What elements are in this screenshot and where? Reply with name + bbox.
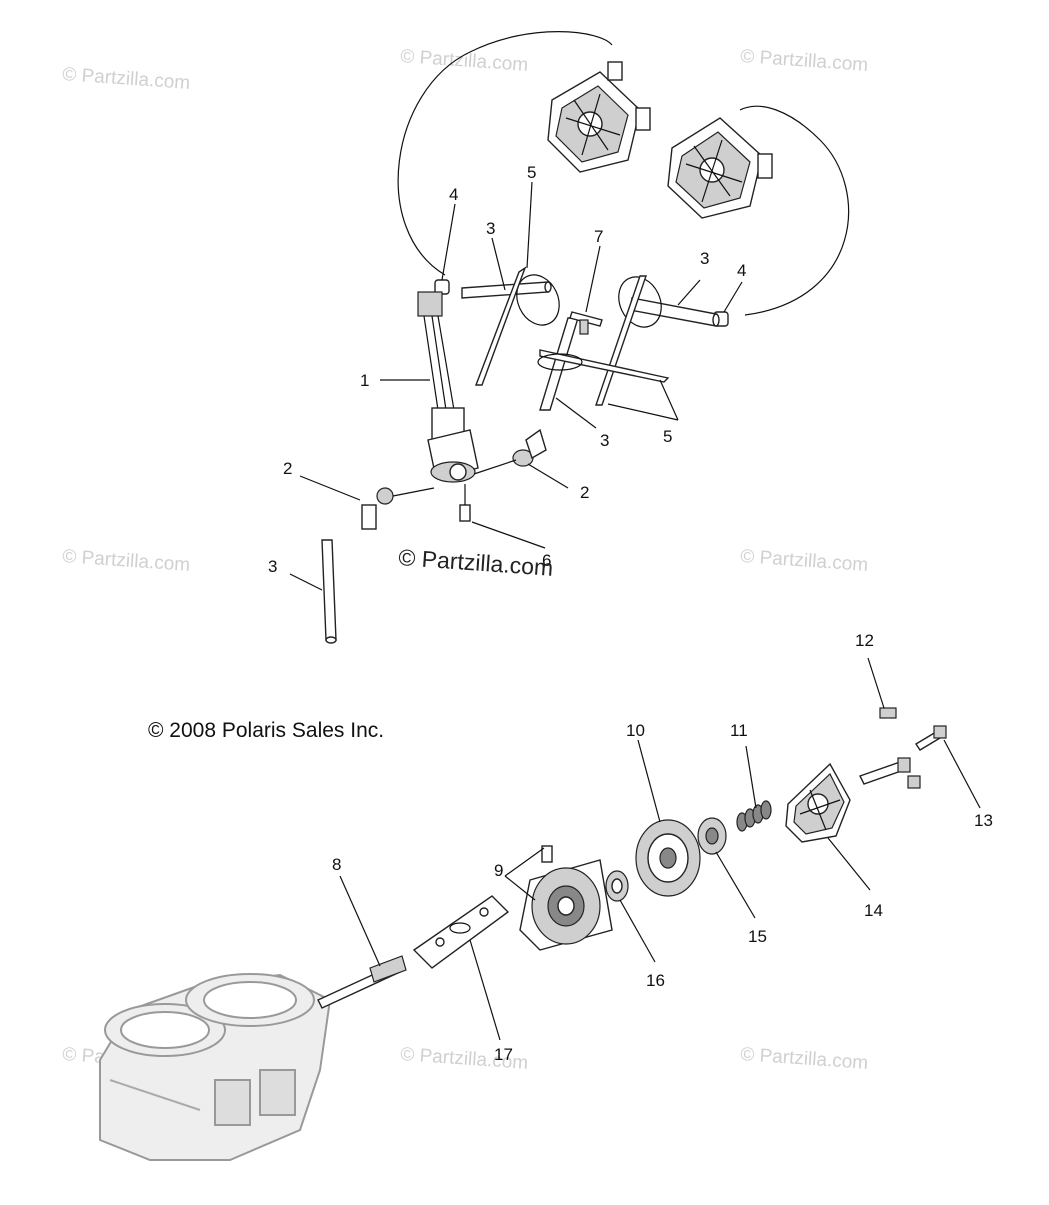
leader-4-left <box>441 203 456 281</box>
callout-17: 17 <box>494 1045 513 1064</box>
callout-13: 13 <box>974 811 993 830</box>
leader-13 <box>943 739 981 809</box>
leader-16 <box>619 899 656 963</box>
callout-7: 7 <box>594 227 603 246</box>
leader-5-bottom-a <box>607 403 679 421</box>
engine-block <box>99 973 332 1161</box>
cover-14 <box>785 762 851 843</box>
watermark-mid-left: © Partzilla.com <box>62 546 191 576</box>
retainer-15 <box>697 817 727 855</box>
hose-3-top-left <box>461 281 552 299</box>
leader-2-right <box>527 463 569 489</box>
leader-9b <box>504 847 545 877</box>
watermark-mid-right: © Partzilla.com <box>740 546 869 576</box>
leader-8 <box>339 875 381 967</box>
leader-6 <box>471 521 546 549</box>
leader-arc-left <box>397 31 613 276</box>
spring-11 <box>736 800 772 832</box>
callout-10: 10 <box>626 721 645 740</box>
callout-labels: 4 3 5 7 3 4 1 3 5 2 2 6 3 12 10 11 9 8 1… <box>268 163 993 1064</box>
leader-11 <box>745 745 757 809</box>
center-watermark: © Partzilla.com <box>398 544 554 581</box>
leader-4-right <box>723 281 743 313</box>
leader-5-top <box>526 181 533 269</box>
watermark-top-right: © Partzilla.com <box>740 46 869 76</box>
leader-3-bottom <box>289 573 323 591</box>
leader-17 <box>469 939 501 1041</box>
leader-10 <box>637 739 661 823</box>
gasket-17 <box>412 895 510 969</box>
callout-5-bottom: 5 <box>663 427 672 446</box>
callout-11: 11 <box>730 721 748 740</box>
callout-4-left: 4 <box>449 185 458 204</box>
clamp-5-flat <box>537 349 670 383</box>
callout-16: 16 <box>646 971 665 990</box>
leader-3-top-left <box>491 237 506 291</box>
callout-3-bottom: 3 <box>268 557 277 576</box>
washer-16 <box>605 870 629 902</box>
leader-2-left <box>299 475 361 501</box>
housing-9 <box>519 845 613 951</box>
diaphragm-10 <box>635 819 701 897</box>
watermark-bottom-right: © Partzilla.com <box>740 1044 869 1074</box>
polaris-copyright: © 2008 Polaris Sales Inc. <box>148 719 384 742</box>
hose-3-top-right <box>629 297 720 327</box>
clamp-5-left <box>474 266 560 386</box>
callout-9: 9 <box>494 861 503 880</box>
leader-arc-right <box>739 105 850 316</box>
leader-12 <box>867 657 885 709</box>
callout-5-top: 5 <box>527 163 536 182</box>
leader-15 <box>715 851 756 919</box>
pin-8 <box>317 955 407 1009</box>
watermark-top-left: © Partzilla.com <box>62 64 191 94</box>
callout-3-top-left: 3 <box>486 219 495 238</box>
callout-8: 8 <box>332 855 341 874</box>
leader-3-top-right <box>677 279 701 306</box>
callout-2-left: 2 <box>283 459 292 478</box>
hose-3-vertical <box>539 317 579 411</box>
leader-14 <box>827 837 871 891</box>
leader-3-mid <box>555 397 597 429</box>
elbow-2-left <box>361 487 435 530</box>
bolts-13 <box>859 725 947 789</box>
elbow-2-right <box>473 428 547 475</box>
callout-3-top-right: 3 <box>700 249 709 268</box>
callout-12: 12 <box>855 631 874 650</box>
watermark-top-center: © Partzilla.com <box>400 46 529 76</box>
callout-2-right: 2 <box>580 483 589 502</box>
plug-6 <box>459 484 471 522</box>
callout-14: 14 <box>864 901 883 920</box>
callout-3-mid: 3 <box>600 431 609 450</box>
fitting-7 <box>569 311 603 335</box>
injector-cover-right <box>667 117 773 219</box>
bolt-12 <box>879 707 897 719</box>
leader-7 <box>585 245 601 313</box>
sensor-1 <box>417 291 479 483</box>
hose-3-bottom <box>321 539 337 644</box>
leader-5-bottom-b <box>659 379 679 421</box>
injector-cover-left <box>547 61 651 173</box>
callout-6: 6 <box>542 551 551 570</box>
leader-9a <box>504 875 536 901</box>
callout-4-right: 4 <box>737 261 746 280</box>
callout-15: 15 <box>748 927 767 946</box>
clamp-5-right <box>595 275 662 406</box>
callout-1: 1 <box>360 371 369 390</box>
